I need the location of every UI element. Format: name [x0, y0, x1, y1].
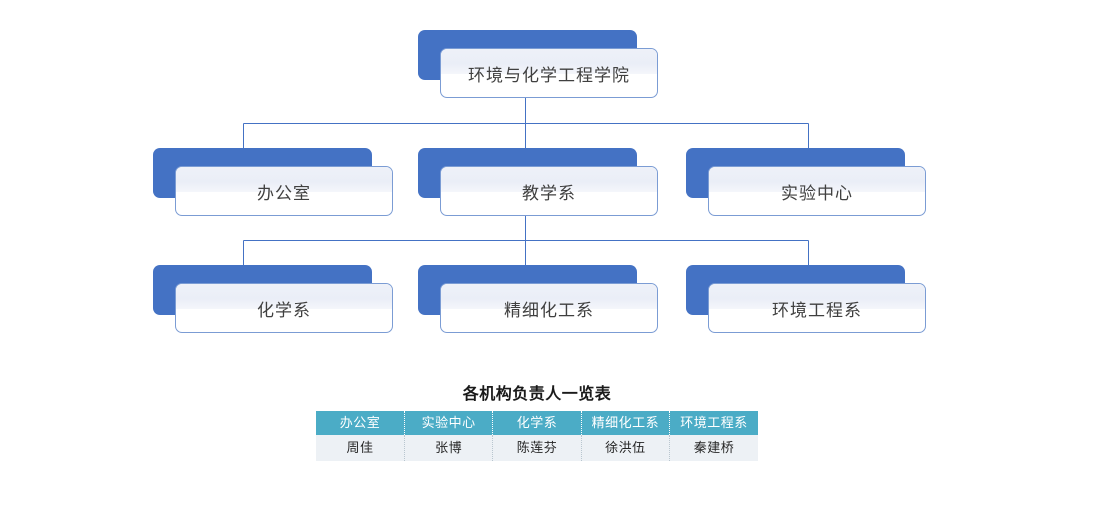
node-card[interactable]: 环境与化学工程学院: [440, 48, 658, 98]
duty-table-col-header: 办公室: [316, 411, 405, 435]
org-node-fine-chemicals-dept[interactable]: 精细化工系: [418, 265, 658, 333]
org-node-college[interactable]: 环境与化学工程学院: [418, 30, 658, 98]
org-node-lab-center[interactable]: 实验中心: [686, 148, 926, 216]
duty-table-cell: 秦建桥: [669, 435, 758, 461]
duty-table-cell: 陈莲芬: [492, 435, 582, 461]
node-card-band: [709, 167, 925, 192]
org-node-chemistry-dept[interactable]: 化学系: [153, 265, 393, 333]
node-card-band: [176, 167, 392, 192]
node-card[interactable]: 精细化工系: [440, 283, 658, 333]
duty-table-col-header: 实验中心: [404, 411, 494, 435]
duty-table-col-header: 精细化工系: [581, 411, 671, 435]
node-card[interactable]: 办公室: [175, 166, 393, 216]
duty-table-col-header: 化学系: [492, 411, 582, 435]
org-node-label: 环境工程系: [772, 300, 862, 320]
duty-table-row: 周佳 张博 陈莲芬 徐洪伍 秦建桥: [316, 435, 758, 461]
node-card-band: [176, 284, 392, 309]
node-card[interactable]: 环境工程系: [708, 283, 926, 333]
org-node-environmental-engineering-dept[interactable]: 环境工程系: [686, 265, 926, 333]
node-card[interactable]: 实验中心: [708, 166, 926, 216]
org-node-label: 化学系: [257, 300, 311, 320]
duty-table-cell: 徐洪伍: [581, 435, 671, 461]
duty-table: 办公室 实验中心 化学系 精细化工系 环境工程系 周佳 张博 陈莲芬 徐洪伍 秦…: [316, 411, 758, 461]
duty-table-header-row: 办公室 实验中心 化学系 精细化工系 环境工程系: [316, 411, 758, 435]
duty-table-col-header: 环境工程系: [669, 411, 758, 435]
node-card-band: [709, 284, 925, 309]
node-card[interactable]: 化学系: [175, 283, 393, 333]
org-node-label: 环境与化学工程学院: [468, 65, 630, 85]
node-card[interactable]: 教学系: [440, 166, 658, 216]
org-node-teaching-dept[interactable]: 教学系: [418, 148, 658, 216]
org-node-label: 精细化工系: [504, 300, 594, 320]
node-card-band: [441, 49, 657, 74]
duty-table-cell: 张博: [404, 435, 494, 461]
node-card-band: [441, 167, 657, 192]
org-node-label: 办公室: [257, 183, 311, 203]
node-card-band: [441, 284, 657, 309]
duty-table-block: 各机构负责人一览表 办公室 实验中心 化学系 精细化工系 环境工程系 周佳 张博…: [316, 386, 758, 461]
duty-table-cell: 周佳: [316, 435, 405, 461]
org-node-office[interactable]: 办公室: [153, 148, 393, 216]
org-node-label: 教学系: [522, 183, 576, 203]
duty-table-title: 各机构负责人一览表: [462, 386, 612, 403]
org-node-label: 实验中心: [781, 183, 853, 203]
